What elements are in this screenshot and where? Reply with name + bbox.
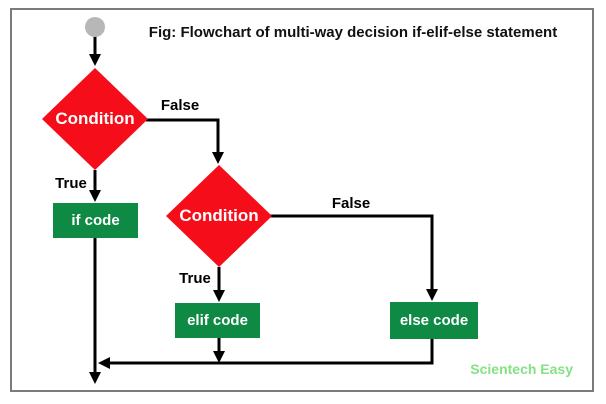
if-code-label: if code [71, 212, 120, 229]
edge-merge-line [109, 339, 434, 365]
decision2-diamond [166, 165, 272, 267]
border-frame [10, 8, 594, 392]
elif-code-box: elif code [175, 303, 260, 338]
arrow-down-icon [89, 372, 101, 384]
arrow-down-icon [213, 351, 225, 363]
arrow-left-icon [98, 357, 110, 369]
brand-watermark: Scientech Easy [470, 361, 573, 377]
arrow-down-icon [426, 289, 438, 301]
decision2-label: Condition [179, 206, 259, 225]
if-code-box: if code [53, 203, 138, 238]
else-code-label: else code [399, 312, 469, 329]
decision1-diamond [42, 68, 148, 170]
edge-label-true-1: True [55, 175, 87, 192]
figure-caption: Fig: Flowchart of multi-way decision if-… [148, 24, 558, 41]
arrow-down-icon [212, 152, 224, 164]
elif-code-label: elif code [187, 312, 248, 329]
edge-decision1-false [146, 118, 220, 155]
decision1-label: Condition [55, 109, 135, 128]
edge-label-true-2: True [179, 270, 211, 287]
start-node-icon [85, 17, 105, 37]
edge-label-false-1: False [160, 97, 200, 114]
edge-decision2-false [270, 214, 434, 291]
connector-lines [93, 36, 434, 375]
else-code-box: else code [390, 302, 478, 339]
arrowheads [89, 54, 438, 384]
arrow-down-icon [89, 190, 101, 202]
edge-label-false-2: False [331, 195, 371, 212]
arrow-down-icon [89, 54, 101, 66]
arrow-down-icon [213, 290, 225, 302]
